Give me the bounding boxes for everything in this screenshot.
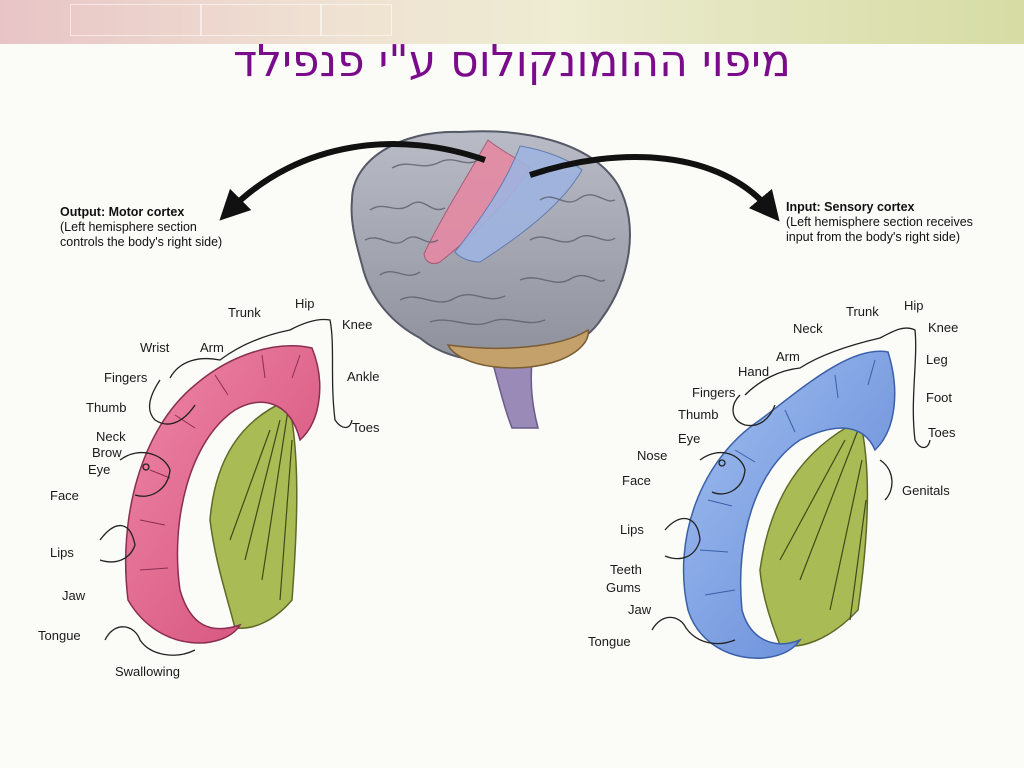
sensory-label: Leg (926, 352, 948, 367)
sensory-label: Eye (678, 431, 701, 446)
motor-label: Toes (352, 420, 380, 435)
motor-label: Neck (96, 429, 126, 444)
sensory-label: Thumb (678, 407, 719, 422)
sensory-label: Toes (928, 425, 956, 440)
motor-label: Lips (50, 545, 74, 560)
motor-label: Wrist (140, 340, 170, 355)
header-tile (70, 4, 202, 36)
sensory-label: Knee (928, 320, 959, 335)
sensory-label: Jaw (628, 602, 652, 617)
sensory-heading: Input: Sensory cortex (786, 200, 915, 214)
header-tile (320, 4, 392, 36)
sensory-caption: Input: Sensory cortex (Left hemisphere s… (786, 200, 973, 245)
motor-caption-line1: (Left hemisphere section (60, 220, 197, 234)
slide-header-bar (0, 0, 1024, 44)
motor-label: Thumb (86, 400, 127, 415)
brain-illustration (350, 130, 631, 369)
sensory-label: Fingers (692, 385, 736, 400)
sensory-label: Lips (620, 522, 644, 537)
sensory-label: Hip (904, 298, 924, 313)
sensory-label: Trunk (846, 304, 879, 319)
sensory-label: Neck (793, 321, 823, 336)
brain-stem (491, 359, 539, 429)
motor-label: Ankle (347, 369, 380, 384)
motor-label: Knee (342, 317, 373, 332)
sensory-label: Hand (738, 364, 770, 379)
sensory-caption-line2: input from the body's right side) (786, 230, 960, 244)
motor-heading: Output: Motor cortex (60, 205, 185, 219)
sensory-label: Gums (606, 580, 641, 595)
sensory-label: Foot (926, 390, 953, 405)
sensory-label: Nose (637, 448, 668, 463)
motor-label: Face (50, 488, 79, 503)
motor-caption: Output: Motor cortex (Left hemisphere se… (60, 205, 222, 250)
sensory-label: Teeth (610, 562, 642, 577)
sensory-arrow (529, 154, 780, 222)
motor-label: Swallowing (115, 664, 181, 679)
motor-label: Tongue (38, 628, 81, 643)
motor-arrow (219, 141, 486, 221)
motor-cortex-section (99, 318, 353, 656)
motor-label: Trunk (228, 305, 261, 320)
motor-label: Arm (200, 340, 224, 355)
sensory-label: Arm (776, 349, 800, 364)
sensory-caption-line1: (Left hemisphere section receives (786, 215, 973, 229)
sensory-label: Face (622, 473, 651, 488)
sensory-label: Tongue (588, 634, 631, 649)
motor-label: Jaw (62, 588, 86, 603)
motor-caption-line2: controls the body's right side) (60, 235, 223, 249)
motor-label: Eye (88, 462, 111, 477)
motor-label: Fingers (104, 370, 148, 385)
motor-label: Hip (295, 296, 315, 311)
sensory-cortex-section (651, 327, 931, 659)
slide-title: מיפוי ההומונקולוס ע"י פנפילד (233, 36, 791, 87)
motor-label: Brow (92, 445, 122, 460)
header-tile (200, 4, 322, 36)
sensory-label: Genitals (902, 483, 950, 498)
